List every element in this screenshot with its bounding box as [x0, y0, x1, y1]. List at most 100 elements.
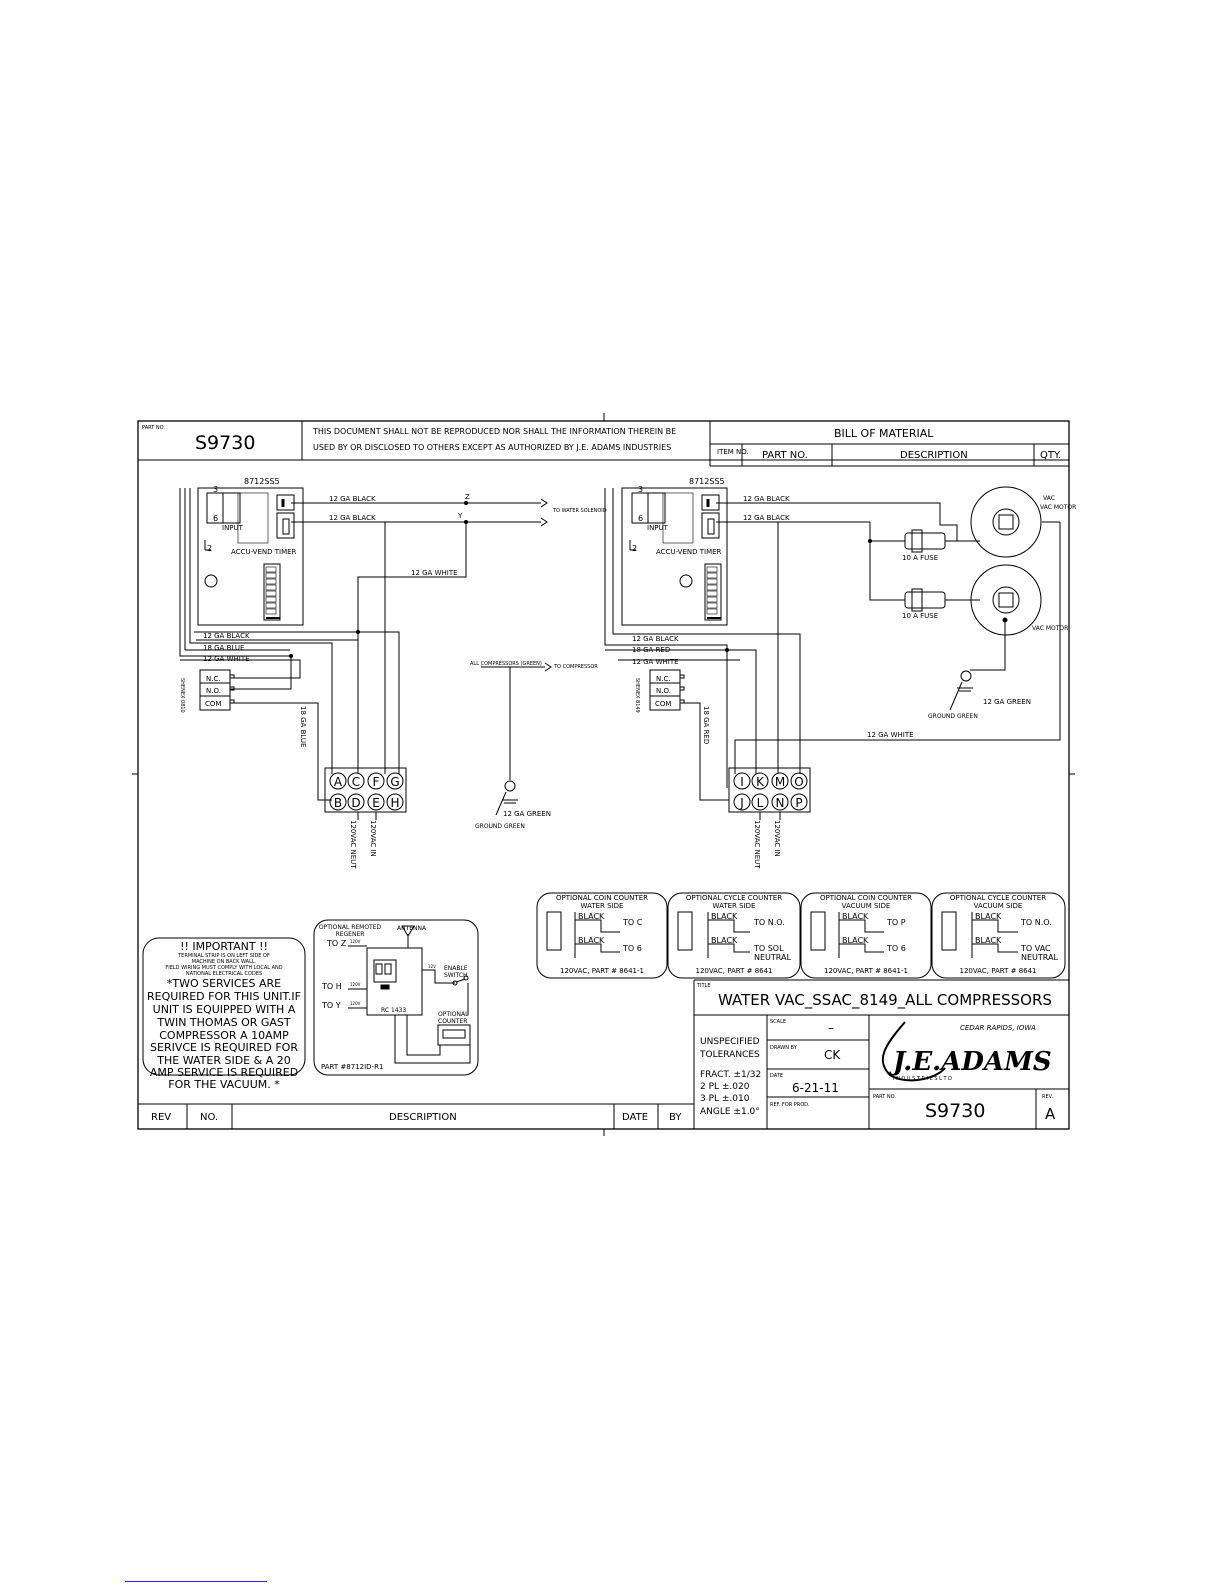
title-label: TITLE [696, 983, 711, 989]
scale-value: – [828, 1021, 834, 1035]
svg-text:ENABLE: ENABLE [444, 965, 468, 972]
vacuum-wire-6: 12 GA WHITE [632, 658, 679, 666]
compressor-ground-wire: 12 GA GREEN [503, 810, 551, 818]
water-nc: N.C. [206, 675, 221, 683]
svg-text:AMP SERVICE IS REQUIRED: AMP SERVICE IS REQUIRED [150, 1066, 298, 1079]
tb-rev: A [1045, 1105, 1056, 1123]
vacuum-wire-7: 18 GA RED [702, 706, 710, 744]
svg-text:120V: 120V [350, 1001, 361, 1006]
date-label: DATE [770, 1073, 783, 1079]
vacuum-neut: 120VAC NEUT [753, 820, 761, 869]
svg-text:NEUTRAL: NEUTRAL [1021, 953, 1058, 962]
bom-col-item: ITEM NO. [717, 448, 749, 456]
water-com: COM [205, 700, 221, 708]
water-terminal-g: G [390, 775, 399, 789]
motor-1-label-a: VAC [1043, 495, 1055, 502]
svg-text:OPTIONAL COIN COUNTER: OPTIONAL COIN COUNTER [556, 894, 648, 902]
part-no-label: PART NO. [142, 425, 165, 431]
svg-text:TO H: TO H [321, 982, 342, 991]
svg-text:SWITCH: SWITCH [444, 972, 468, 979]
rev-col-rev: REV [151, 1112, 171, 1123]
svg-text:120V: 120V [350, 939, 361, 944]
bom-col-part: PART NO. [762, 450, 808, 461]
vacuum-wire-1: 12 GA BLACK [743, 495, 790, 503]
counter-box-2 [667, 892, 801, 979]
water-wire-2: 12 GA BLACK [329, 514, 376, 522]
water-terminal-a: A [334, 775, 343, 789]
svg-text:UNIT IS EQUIPPED WITH A: UNIT IS EQUIPPED WITH A [153, 1003, 296, 1016]
svg-text:120VAC, PART # 8641: 120VAC, PART # 8641 [959, 967, 1036, 975]
compressor-ground: GROUND GREEN [475, 823, 525, 830]
vacuum-timer-part: 8712SS5 [689, 477, 725, 486]
water-pin3: 3 [213, 485, 218, 494]
water-timer-knob [204, 574, 218, 588]
svg-text:FIELD WIRING MUST COMPLY WITH: FIELD WIRING MUST COMPLY WITH LOCAL AND [165, 965, 282, 971]
svg-text:TO P: TO P [886, 918, 906, 927]
compressor-label: ALL COMPRESSORS (GREEN) [470, 661, 542, 667]
remote-regener-box [313, 919, 479, 1076]
vacuum-terminal-p: P [795, 796, 802, 810]
drawing-title: WATER VAC_SSAC_8149_ALL COMPRESSORS [718, 991, 1052, 1010]
water-terminal-e: E [372, 796, 380, 810]
svg-text:TO VAC: TO VAC [1020, 944, 1051, 953]
vacuum-terminal-strip [728, 767, 811, 813]
svg-text:OPTIONAL: OPTIONAL [438, 1011, 469, 1018]
svg-text:MACHINE ON BACK WALL.: MACHINE ON BACK WALL. [192, 959, 257, 965]
bom-col-qty: QTY. [1040, 450, 1061, 461]
svg-text:TO SOL: TO SOL [753, 944, 784, 953]
tol-angle: ANGLE ±1.0° [700, 1107, 760, 1117]
vac-motor-1 [970, 486, 1042, 558]
svg-text:WATER SIDE: WATER SIDE [581, 902, 624, 910]
svg-text:FOR THE VACUUM. *: FOR THE VACUUM. * [168, 1078, 280, 1091]
rev-col-by: BY [669, 1112, 682, 1123]
svg-text:120VAC, PART # 8641: 120VAC, PART # 8641 [695, 967, 772, 975]
motor-1-label: VAC MOTOR [1040, 504, 1076, 511]
vacuum-terminal-m: M [775, 775, 785, 789]
svg-text:ANTENNA: ANTENNA [397, 925, 427, 932]
water-neut: 120VAC NEUT [349, 820, 357, 869]
svg-text:OPTIONAL REMOTED: OPTIONAL REMOTED [319, 924, 382, 931]
part-no: S9730 [195, 432, 255, 454]
svg-text:BLACK: BLACK [578, 936, 605, 945]
motor-2-label: VAC MOTOR [1032, 625, 1068, 632]
tol-2pl: 2 PL ±.020 [700, 1082, 750, 1092]
water-wire-3: 12 GA WHITE [411, 569, 458, 577]
vacuum-input: INPUT [647, 524, 669, 532]
vacuum-terminal-k: K [756, 775, 765, 789]
vacuum-in: 120VAC IN [773, 820, 781, 857]
vacuum-terminal-i: I [740, 775, 744, 789]
page-link[interactable] [125, 1578, 267, 1582]
vacuum-terminal-j: J [739, 796, 744, 810]
fuse-1 [904, 532, 946, 550]
svg-text:BLACK: BLACK [975, 936, 1002, 945]
svg-text:TO 6: TO 6 [622, 944, 642, 953]
tb-part-label: PART NO. [873, 1094, 896, 1100]
vacuum-terminal-n: N [776, 796, 785, 810]
svg-text:OPTIONAL COIN COUNTER: OPTIONAL COIN COUNTER [820, 894, 912, 902]
vacuum-timer-board [621, 487, 728, 626]
vacuum-ground: GROUND GREEN [928, 713, 978, 720]
svg-text:TWIN THOMAS OR GAST: TWIN THOMAS OR GAST [156, 1016, 291, 1029]
svg-text:REQUIRED FOR THIS UNIT.IF: REQUIRED FOR THIS UNIT.IF [147, 990, 301, 1003]
counter-box-1 [536, 892, 668, 979]
important-note: !! IMPORTANT !! TERMINAL STRIP IS ON LEF… [147, 940, 301, 1091]
tol-3pl: 3 PL ±.010 [700, 1094, 750, 1104]
svg-text:TO Y: TO Y [321, 1001, 341, 1010]
svg-text:RC 1433: RC 1433 [381, 1007, 406, 1014]
vacuum-ground-wire: 12 GA GREEN [983, 698, 1031, 706]
svg-text:REGENER: REGENER [336, 931, 365, 938]
remote-regener: OPTIONAL REMOTED REGENER ANTENNA TO Z TO… [319, 924, 469, 1071]
water-timer-name: ACCU-VEND TIMER [231, 548, 297, 556]
svg-text:BLACK: BLACK [711, 912, 738, 921]
tb-part: S9730 [925, 1100, 985, 1122]
water-wire-7: 18 GA BLUE [299, 706, 307, 747]
notice-line-2: USED BY OR DISCLOSED TO OTHERS EXCEPT AS… [313, 443, 671, 452]
svg-text:TO Z: TO Z [326, 939, 347, 948]
vac-motor-2 [970, 564, 1042, 636]
water-wire-5: 18 GA BLUE [203, 644, 244, 652]
vacuum-timer-knob [679, 574, 693, 588]
svg-text:BLACK: BLACK [842, 912, 869, 921]
water-timer-part: 8712SS5 [244, 477, 280, 486]
